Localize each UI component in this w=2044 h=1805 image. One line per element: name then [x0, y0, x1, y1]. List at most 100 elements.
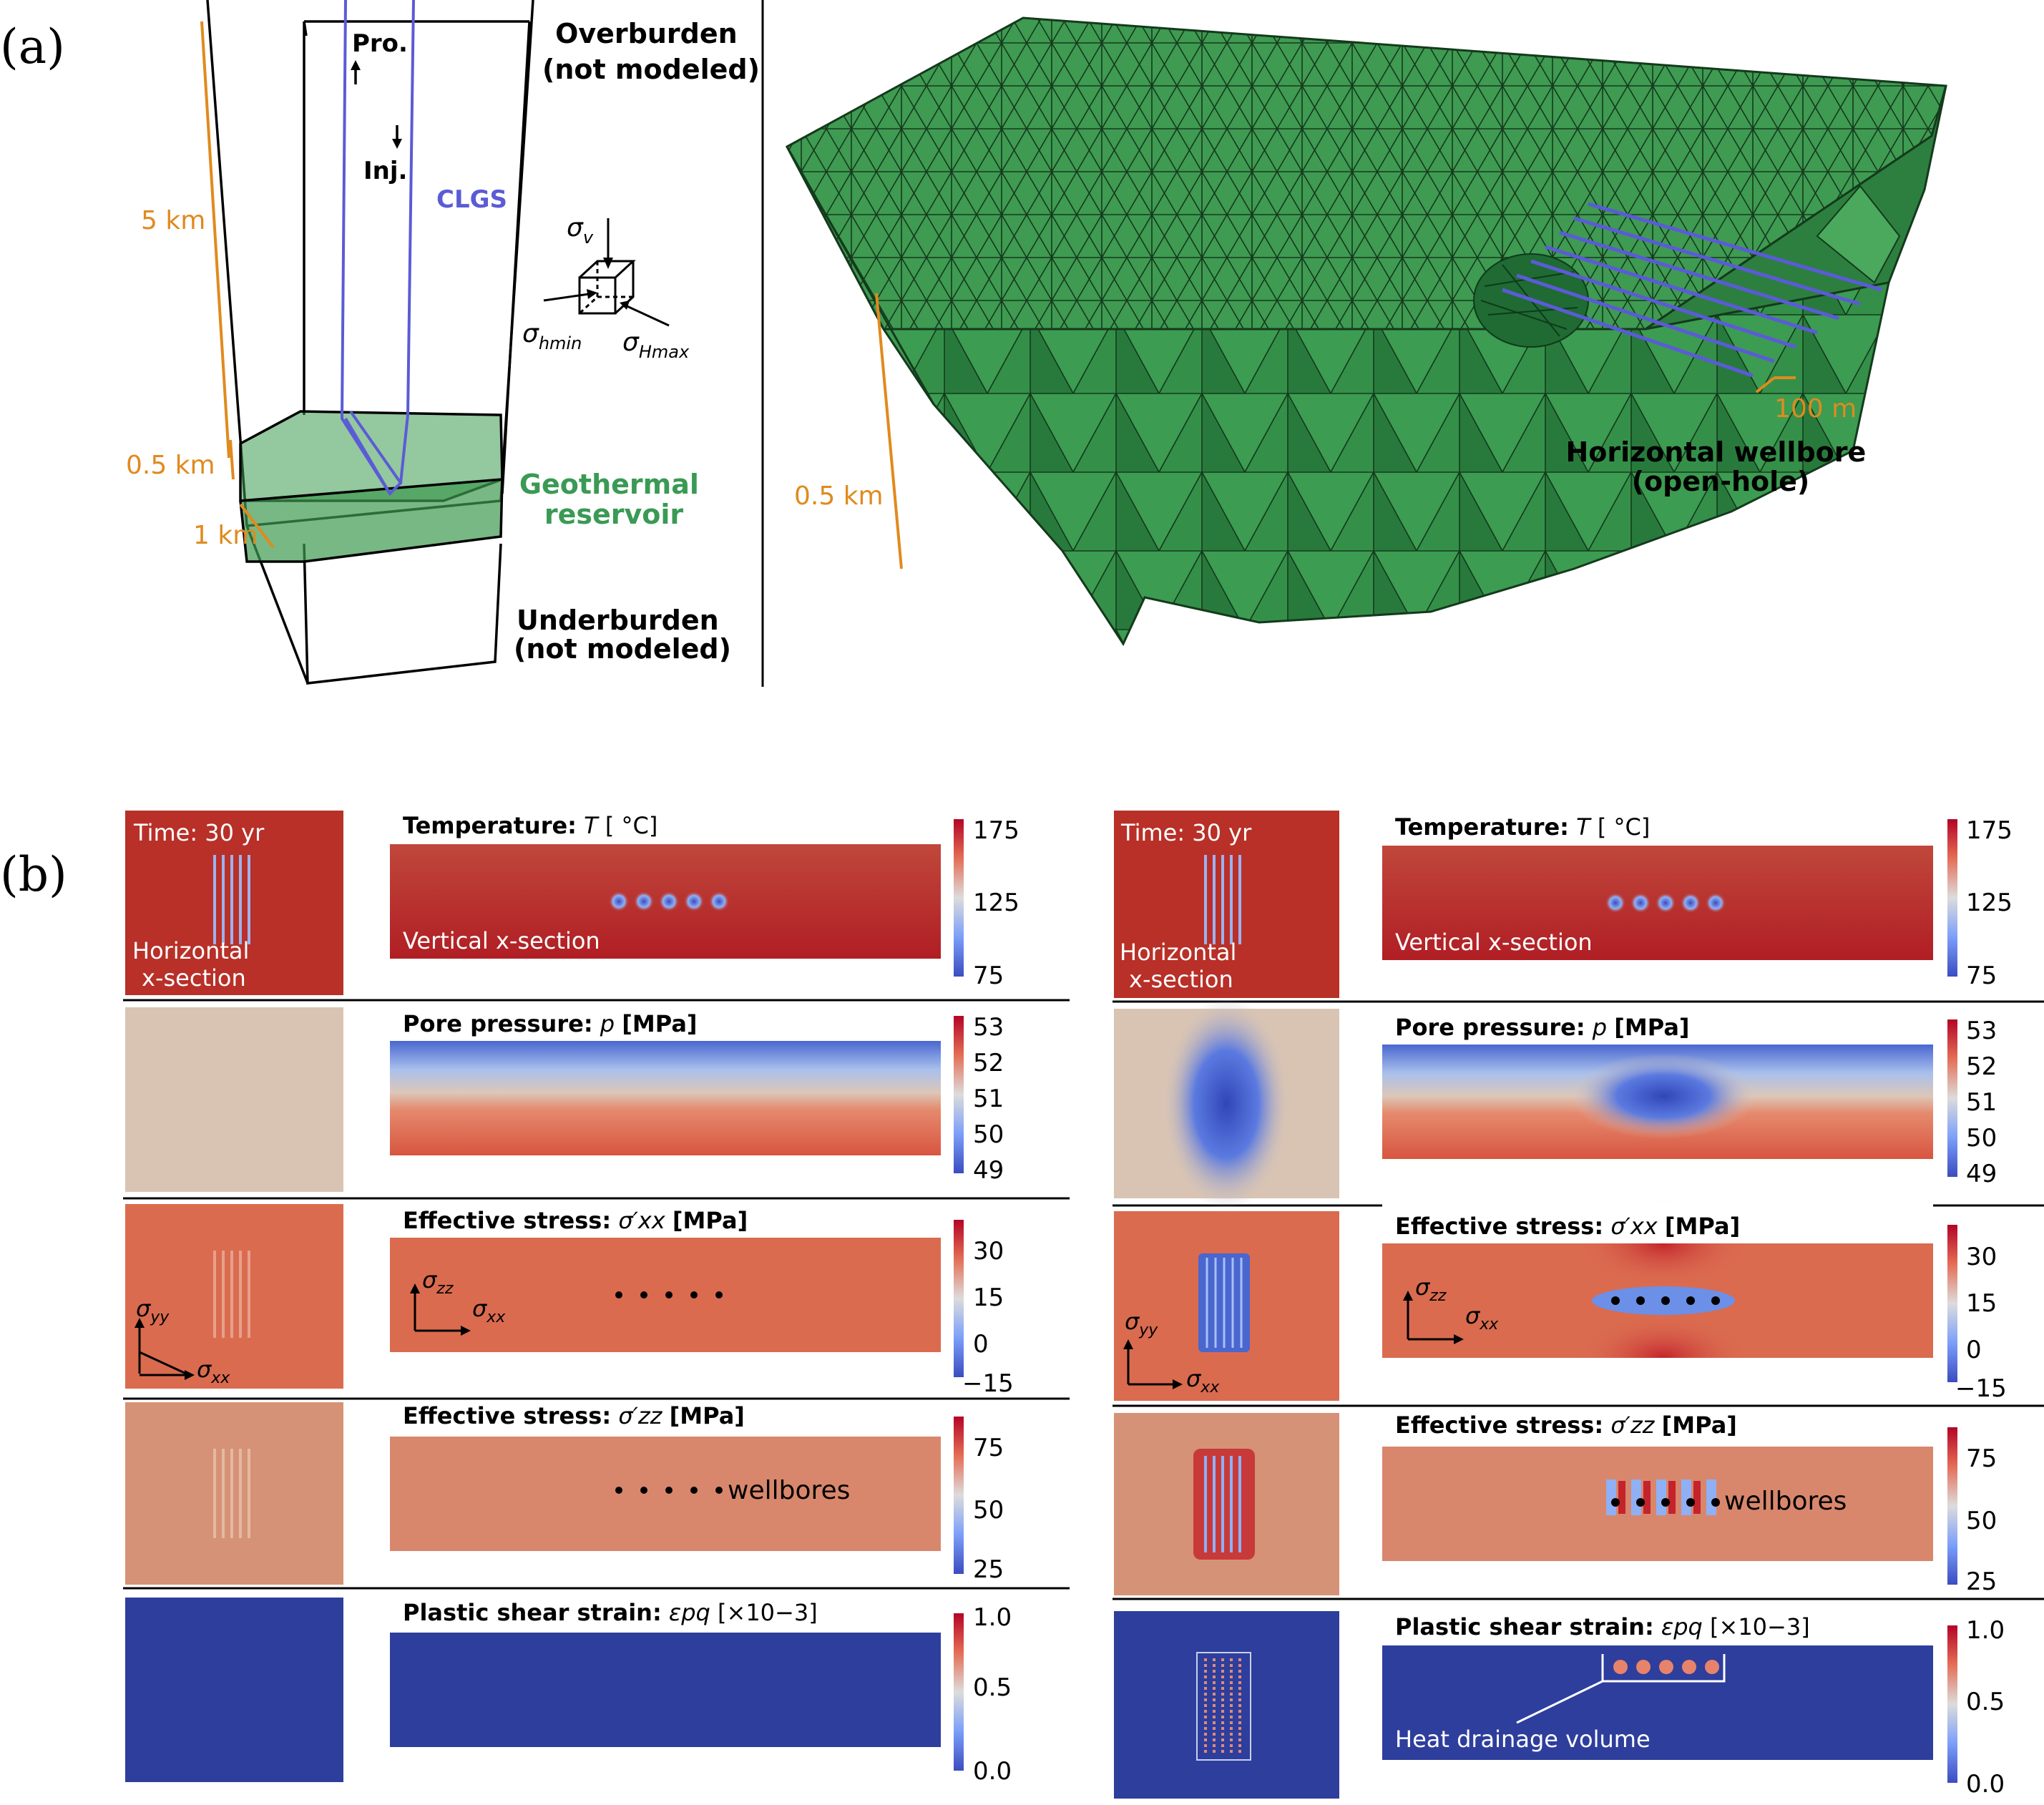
tick: 1.0 — [1966, 1616, 2005, 1645]
tick: 75 — [1966, 1444, 1997, 1473]
tick: 50 — [973, 1496, 1004, 1525]
right-plastic-horizontal — [1114, 1611, 1339, 1799]
right-szz-colorbar — [1947, 1427, 1957, 1585]
left-temp-horizontal — [125, 811, 343, 995]
right-column: Time: 30 yr Horizontal x-section Vertica… — [1113, 811, 2044, 1799]
left-temp-colorbar — [954, 819, 964, 977]
right-vertical-label: Vertical x-section — [1395, 929, 1593, 956]
tick: −15 — [1955, 1374, 2007, 1403]
left-sxx-colorbar — [954, 1220, 964, 1377]
right-szz-title: Effective stress: σ′zz [MPa] — [1395, 1412, 1737, 1439]
well-spacing-label: 100 m — [1774, 394, 1857, 424]
pro-label: Pro. — [352, 29, 408, 58]
left-szz-title: Effective stress: σ′zz [MPa] — [403, 1402, 745, 1429]
tick: 1.0 — [973, 1603, 1012, 1632]
left-pore-title: Pore pressure: p [MPa] — [403, 1010, 698, 1037]
stress-v-label: σv — [567, 213, 594, 248]
tick: −15 — [962, 1369, 1014, 1398]
left-horizontal-label: Horizontal x-section — [132, 937, 257, 992]
stress-v-arrowhead — [603, 258, 613, 269]
tick: 52 — [973, 1049, 1004, 1077]
right-sxx-title: Effective stress: σ′xx [MPa] — [1395, 1213, 1740, 1240]
tick: 53 — [973, 1013, 1004, 1042]
right-wellbores-label: wellbores — [1724, 1487, 1847, 1516]
tick: 51 — [1966, 1088, 1997, 1117]
left-szz-colorbar — [954, 1417, 964, 1574]
panel-a-label: (a) — [0, 19, 65, 74]
tick: 25 — [973, 1555, 1004, 1584]
injection-arrow — [392, 125, 402, 149]
overburden-label: Overburden (not modeled) — [542, 18, 760, 85]
tick: 15 — [973, 1283, 1004, 1312]
depth-5km: 5 km — [141, 206, 205, 235]
right-plastic-vertical — [1382, 1645, 1933, 1760]
geothermal-reservoir-slab — [239, 410, 504, 563]
tick: 30 — [973, 1237, 1004, 1266]
right-plastic-colorbar — [1947, 1625, 1957, 1783]
tick: 49 — [973, 1156, 1004, 1185]
right-axis-xx2: σxx — [1465, 1302, 1499, 1334]
clgs-wells — [340, 0, 415, 497]
reservoir-schematic — [206, 0, 534, 685]
right-horizontal-label: Horizontal x-section — [1120, 939, 1244, 993]
mesh-block — [785, 16, 1947, 647]
wellbore-label: Horizontal wellbore (open-hole) — [1566, 436, 1876, 497]
left-plastic-colorbar — [954, 1613, 964, 1771]
left-pore-horizontal — [125, 1007, 343, 1192]
tick: 50 — [973, 1120, 1004, 1149]
left-time-label: Time: 30 yr — [133, 819, 265, 846]
tick: 0 — [973, 1330, 989, 1359]
left-column: Time: 30 yr Horizontal x-section Vertica… — [123, 811, 1070, 1786]
tick: 0.5 — [973, 1673, 1012, 1702]
right-pore-title: Pore pressure: p [MPa] — [1395, 1014, 1690, 1041]
tick: 53 — [1966, 1017, 1997, 1045]
depth-0-5km: 0.5 km — [126, 451, 215, 480]
left-axis-xx2: σxx — [472, 1295, 506, 1326]
left-pore-vertical — [390, 1041, 941, 1155]
horizontal-wellbores — [1502, 202, 1882, 378]
right-temp-colorbar — [1947, 819, 1957, 977]
tick: 51 — [973, 1085, 1004, 1113]
right-axis-yy: σyy — [1125, 1308, 1158, 1339]
tick: 0.5 — [1966, 1688, 2005, 1716]
right-sxx-colorbar — [1947, 1225, 1957, 1382]
production-arrow — [351, 60, 361, 84]
right-temp-title: Temperature: T [ °C] — [1395, 813, 1650, 841]
left-axis-zz2: σzz — [422, 1266, 454, 1298]
tick: 0.0 — [973, 1757, 1012, 1786]
tick: 175 — [973, 816, 1019, 845]
mesh-depth-label: 0.5 km — [794, 481, 884, 511]
left-temp-title: Temperature: T [ °C] — [403, 812, 657, 839]
stress-hmin-arrowhead — [587, 289, 597, 299]
tick: 30 — [1966, 1243, 1997, 1271]
tick: 0.0 — [1966, 1770, 2005, 1799]
tick: 0 — [1966, 1336, 1982, 1364]
right-temp-horizontal — [1114, 811, 1339, 998]
stress-hmin-label: σhmin — [522, 319, 582, 353]
right-axis-xx: σxx — [1186, 1365, 1220, 1396]
panel-b-label: (b) — [0, 847, 67, 902]
tick: 75 — [1966, 962, 1997, 990]
left-vertical-label: Vertical x-section — [403, 927, 600, 954]
left-wellbores-label: wellbores — [728, 1476, 850, 1505]
right-plastic-title: Plastic shear strain: εpq [×10−3] — [1395, 1613, 1810, 1640]
tick: 50 — [1966, 1507, 1997, 1535]
tick: 125 — [1966, 889, 2013, 917]
left-plastic-title: Plastic shear strain: εpq [×10−3] — [403, 1599, 818, 1626]
dimension-lines — [200, 21, 275, 549]
underburden-label: Underburden (not modeled) — [514, 605, 731, 665]
clgs-label: CLGS — [436, 185, 507, 214]
stress-cube — [543, 218, 670, 327]
tick: 25 — [1966, 1567, 1997, 1596]
left-pore-colorbar — [954, 1016, 964, 1173]
left-sxx-title: Effective stress: σ′xx [MPa] — [403, 1207, 748, 1234]
tick: 75 — [973, 1434, 1004, 1462]
left-plastic-vertical — [390, 1633, 941, 1747]
left-axis-yy: σyy — [136, 1295, 170, 1326]
width-1km: 1 km — [193, 521, 258, 550]
tick: 49 — [1966, 1160, 1997, 1188]
reservoir-label: Geothermal reservoir — [519, 469, 708, 530]
tick: 175 — [1966, 816, 2013, 845]
right-axis-zz2: σzz — [1415, 1273, 1447, 1305]
